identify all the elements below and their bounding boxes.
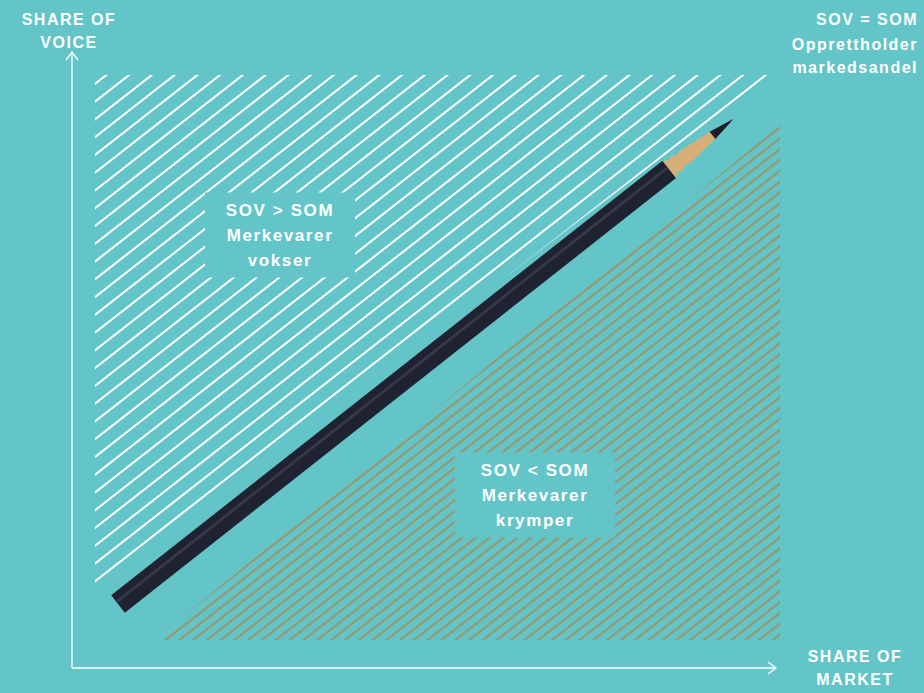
pencil-body xyxy=(111,161,676,613)
region-label: SOV > SOMMerkevarer vokser xyxy=(205,193,355,278)
line-note: Opprettholder markedsandel xyxy=(756,33,918,79)
pencil-lead xyxy=(710,115,737,139)
x-axis xyxy=(72,667,776,668)
shrink-zone: SOV < SOMMerkevarer krymper xyxy=(155,125,780,640)
x-axis-arrow xyxy=(768,662,776,674)
axis-title: SHARE OF MARKET xyxy=(790,645,920,691)
region-label: SOV < SOMMerkevarer krymper xyxy=(455,453,615,538)
pencil xyxy=(111,110,740,613)
region-text: Merkevarer vokser xyxy=(213,223,347,273)
axis-title: SHARE OF VOICE xyxy=(10,8,128,54)
pencil-wood xyxy=(662,125,721,178)
line-heading: SOV = SOM xyxy=(756,8,918,31)
region-text: Merkevarer krymper xyxy=(463,483,607,533)
pencil-highlight xyxy=(116,166,669,603)
region-heading: SOV > SOM xyxy=(213,198,347,223)
region-heading: SOV < SOM xyxy=(463,458,607,483)
hatched-triangle xyxy=(155,125,780,640)
y-axis xyxy=(71,52,72,668)
region-shape xyxy=(155,125,780,640)
y-axis-arrow xyxy=(66,52,78,60)
